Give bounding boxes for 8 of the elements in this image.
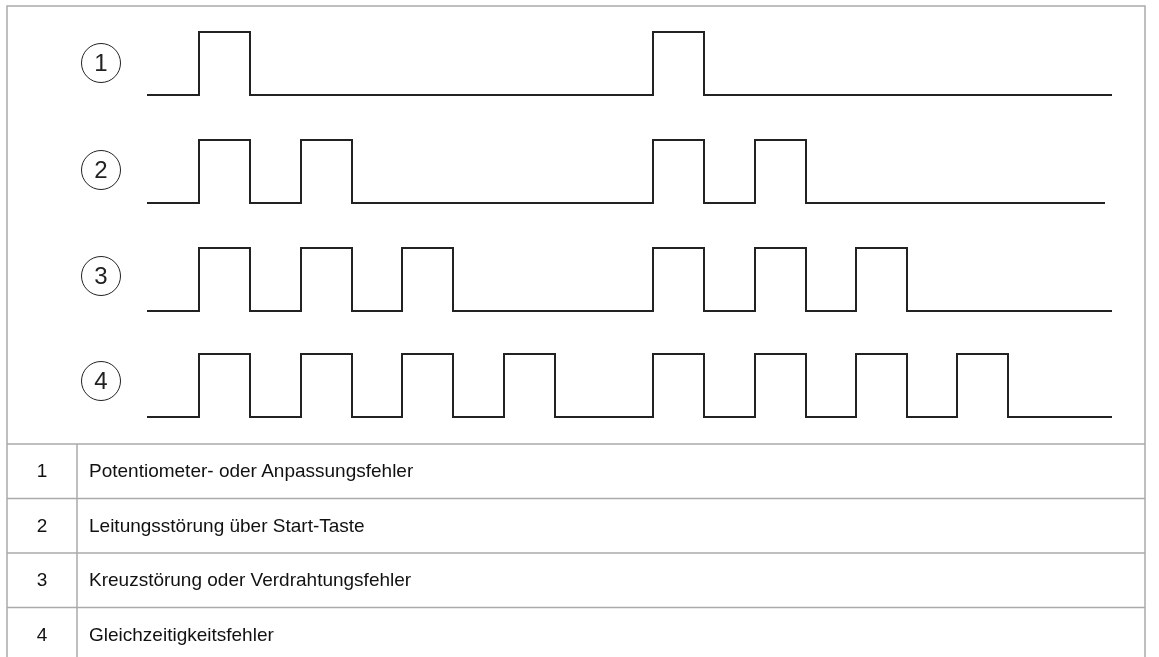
- item-number: 1: [35, 460, 49, 483]
- item-number: 4: [35, 623, 49, 646]
- description-text: Gleichzeitigkeitsfehler: [89, 623, 274, 646]
- item-number: 3: [35, 569, 49, 592]
- item-number: 2: [35, 514, 49, 537]
- description-text: Potentiometer- oder Anpassungsfehler: [89, 460, 414, 483]
- description-text: Kreuzstörung oder Verdrahtungsfehler: [89, 569, 412, 592]
- description-text: Leitungsstörung über Start-Taste: [89, 514, 365, 537]
